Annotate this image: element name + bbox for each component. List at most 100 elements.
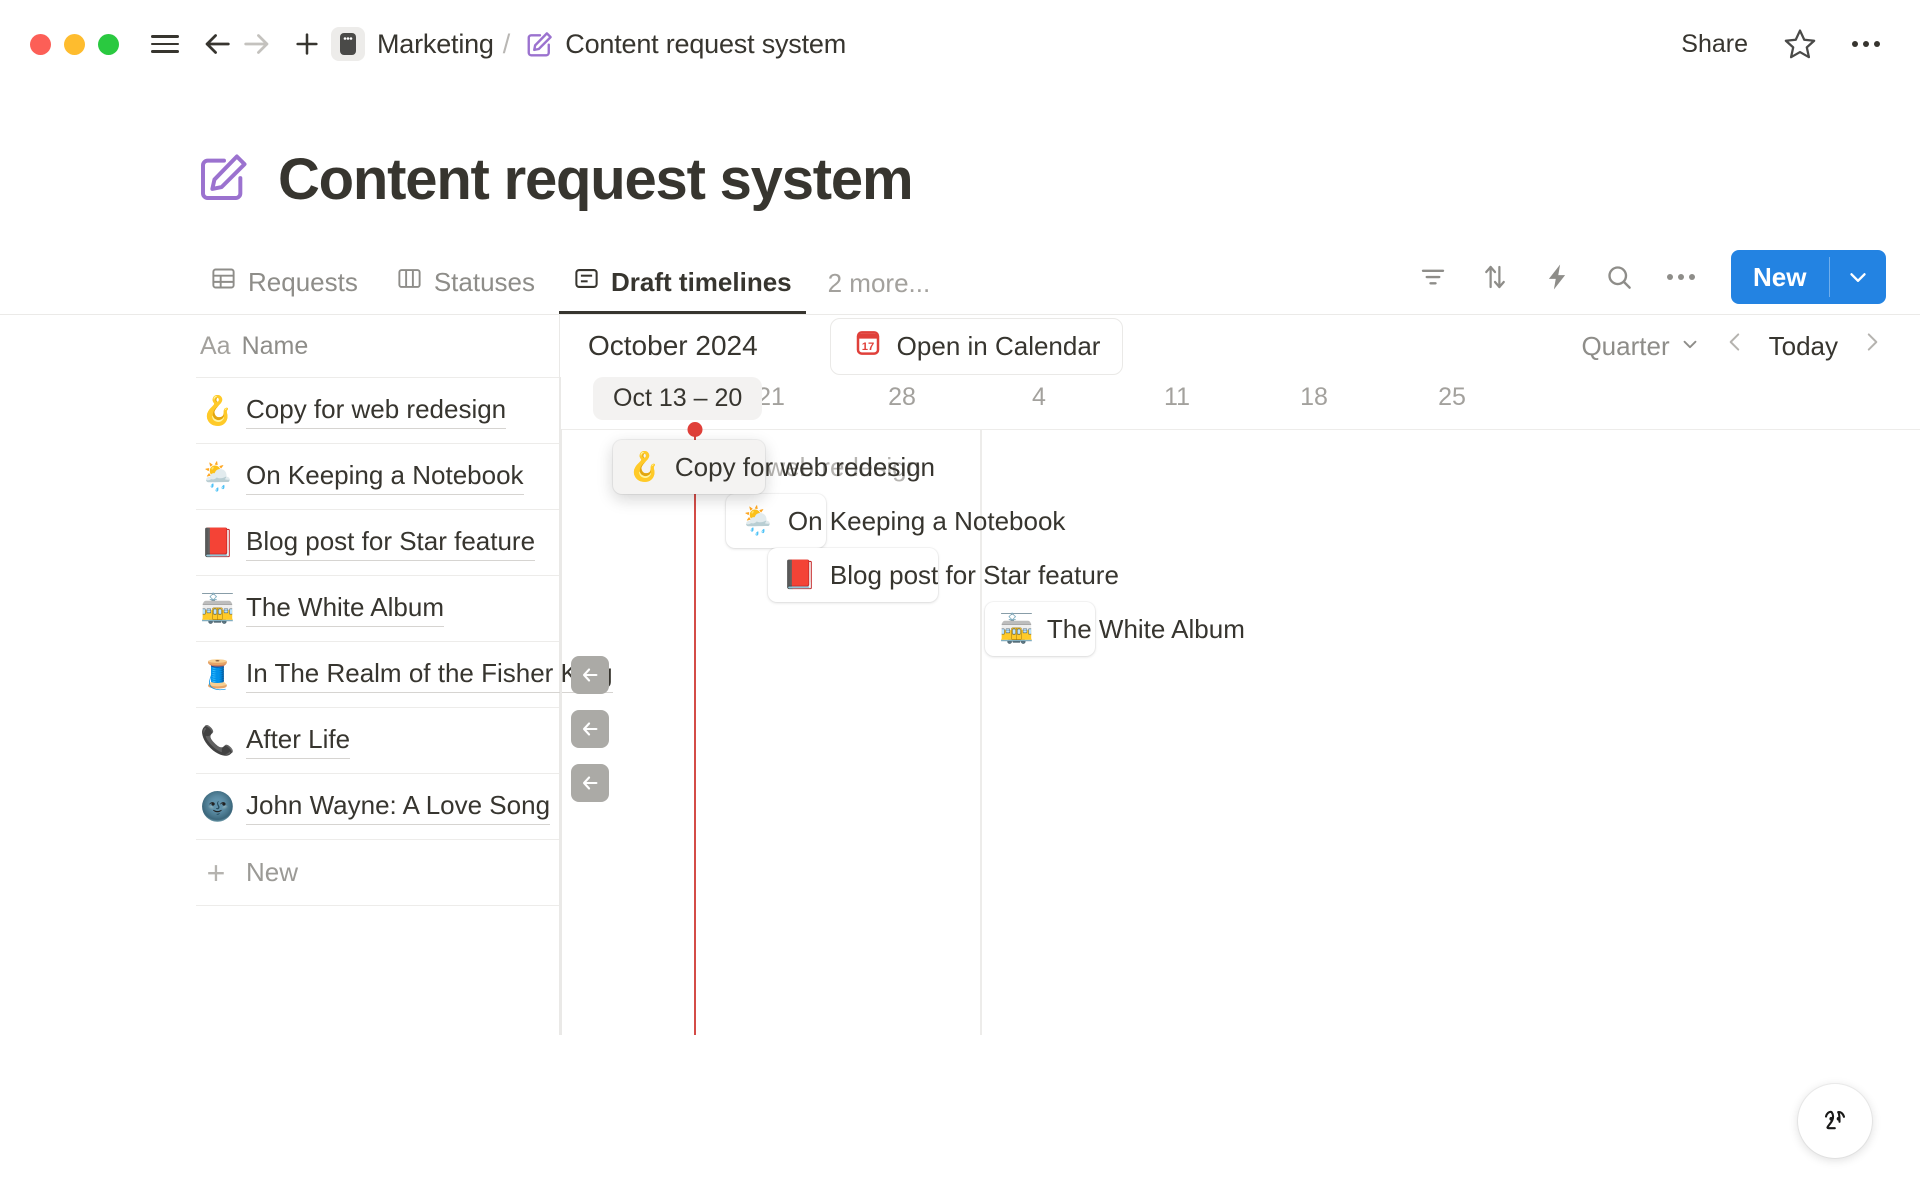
column-header-label: Name (241, 331, 309, 360)
table-row[interactable]: 📞 After Life (196, 707, 559, 773)
date-tick: 25 (1438, 383, 1466, 411)
forward-button[interactable] (237, 24, 277, 64)
bar-emoji-icon: 🪝 (627, 451, 662, 482)
maximize-window-button[interactable] (98, 33, 119, 55)
name-column-header[interactable]: Aa Name (196, 315, 559, 377)
today-marker-dot (687, 422, 703, 437)
row-title[interactable]: After Life (246, 722, 351, 759)
timeline-icon (573, 265, 600, 299)
new-record-button[interactable]: New (1731, 250, 1886, 304)
bar-label: Blog post for Star feature (829, 559, 1119, 590)
row-emoji-icon: 🪝 (200, 394, 235, 426)
zoom-level-selector[interactable]: Quarter (1581, 331, 1700, 362)
table-row[interactable]: 🚋 The White Album (196, 575, 559, 641)
timeline-date-ruler: 21 28 4 11 18 25 Oct 13 – 20 (560, 377, 1920, 429)
timeline-bar[interactable]: 🌦️ On Keeping a Notebook (726, 494, 1065, 548)
open-in-calendar-button[interactable]: 17 Open in Calendar (829, 317, 1124, 375)
timeline-nav: Quarter Today (1581, 329, 1920, 363)
scroll-to-item-button[interactable] (571, 656, 609, 694)
page-title[interactable]: Content request system (278, 147, 914, 212)
property-type-badge: Aa (200, 331, 231, 360)
tab-label: Requests (248, 266, 358, 297)
tab-statuses[interactable]: Statuses (382, 265, 549, 314)
new-page-button[interactable] (287, 24, 327, 64)
timeline-board: Aa Name 🪝 Copy for web redesign 🌦️ On Ke… (0, 315, 1920, 1035)
traffic-lights (30, 33, 119, 55)
memo-pencil-icon (525, 29, 555, 59)
breadcrumb-separator: / (502, 28, 511, 59)
bar-emoji-icon: 🌦️ (740, 505, 775, 536)
tab-draft-timelines[interactable]: Draft timelines (559, 265, 806, 314)
more-options-icon[interactable] (1846, 24, 1886, 64)
arrow-left-icon (582, 722, 598, 736)
table-row[interactable]: 🌚 John Wayne: A Love Song (196, 773, 559, 839)
notion-ai-face-icon (1824, 1110, 1846, 1130)
row-emoji-icon: 🚋 (200, 592, 235, 624)
open-in-calendar-label: Open in Calendar (896, 330, 1101, 361)
row-title[interactable]: In The Realm of the Fisher King (246, 656, 613, 693)
notion-ai-button[interactable] (1798, 1084, 1872, 1158)
row-title[interactable]: On Keeping a Notebook (246, 458, 524, 495)
today-button[interactable]: Today (1768, 330, 1838, 361)
table-row[interactable]: 🧵 In The Realm of the Fisher King (196, 641, 613, 707)
search-icon[interactable] (1599, 257, 1639, 297)
more-horizontal-icon (1852, 41, 1880, 47)
bar-label: Copy for web redesign (674, 451, 936, 482)
timeline-bar[interactable]: 🚋 The White Album (985, 602, 1245, 656)
timeline-grid: 🪝 Copy for web redesign 🪝 Copy for web r… (560, 422, 1920, 1035)
page-icon[interactable] (196, 149, 252, 210)
table-row[interactable]: 📕 Blog post for Star feature (196, 509, 559, 575)
more-horizontal-icon[interactable] (1661, 257, 1701, 297)
row-emoji-icon: 📕 (200, 526, 235, 558)
timeline-header: October 2024 17 Open in Calendar (560, 315, 1920, 377)
view-toolbar: New (1413, 250, 1886, 314)
close-window-button[interactable] (30, 33, 51, 55)
svg-text:17: 17 (861, 340, 874, 352)
row-title[interactable]: Copy for web redesign (246, 392, 507, 429)
timeline-pane: October 2024 17 Open in Calendar (560, 315, 1920, 1035)
add-new-row-button[interactable]: + New (196, 839, 559, 905)
timeline-bar-dragging[interactable]: 🪝 Copy for web redesign (613, 440, 935, 494)
row-emoji-icon: 🌚 (200, 790, 235, 822)
bar-label: On Keeping a Notebook (787, 505, 1066, 536)
share-button[interactable]: Share (1681, 29, 1748, 58)
titlebar-actions: Share (1675, 24, 1886, 64)
row-emoji-icon: 📞 (200, 724, 235, 756)
add-new-row-label: New (246, 856, 299, 887)
tabs-more-button[interactable]: 2 more... (827, 268, 931, 298)
row-title[interactable]: Blog post for Star feature (246, 524, 536, 561)
scroll-to-item-button[interactable] (571, 764, 609, 802)
workspace-icon[interactable] (331, 27, 365, 61)
table-row[interactable]: 🪝 Copy for web redesign (196, 377, 559, 443)
chevron-down-icon (1679, 331, 1701, 362)
row-title[interactable]: The White Album (246, 590, 444, 627)
chevron-down-icon[interactable] (1830, 250, 1886, 304)
sidebar-toggle-icon[interactable] (145, 24, 185, 64)
filter-icon[interactable] (1413, 257, 1453, 297)
scroll-to-item-button[interactable] (571, 710, 609, 748)
table-bottom-divider (196, 905, 559, 906)
selected-date-range-pill[interactable]: Oct 13 – 20 (593, 377, 763, 420)
automation-bolt-icon[interactable] (1537, 257, 1577, 297)
page-content: Content request system Requests Statuses (0, 88, 1920, 1200)
bar-emoji-icon: 🚋 (999, 613, 1034, 644)
table-row[interactable]: 🌦️ On Keeping a Notebook (196, 443, 559, 509)
date-tick: 4 (1032, 383, 1046, 411)
back-button[interactable] (197, 24, 237, 64)
tab-label: Statuses (433, 266, 536, 297)
minimize-window-button[interactable] (64, 33, 85, 55)
breadcrumb-workspace[interactable]: Marketing (377, 28, 494, 59)
timeline-bar[interactable]: 📕 Blog post for Star feature (768, 548, 1119, 602)
arrow-left-icon (582, 776, 598, 790)
sort-icon[interactable] (1475, 257, 1515, 297)
tab-requests[interactable]: Requests (196, 265, 372, 314)
plus-icon: + (206, 854, 226, 891)
new-record-label: New (1753, 261, 1807, 292)
row-title[interactable]: John Wayne: A Love Song (246, 788, 551, 825)
previous-period-button[interactable] (1721, 329, 1749, 363)
timeline-row-list: Aa Name 🪝 Copy for web redesign 🌦️ On Ke… (0, 315, 613, 1035)
table-icon (210, 265, 237, 299)
next-period-button[interactable] (1858, 329, 1886, 363)
breadcrumb-page[interactable]: Content request system (565, 28, 847, 59)
favorite-star-icon[interactable] (1780, 24, 1820, 64)
